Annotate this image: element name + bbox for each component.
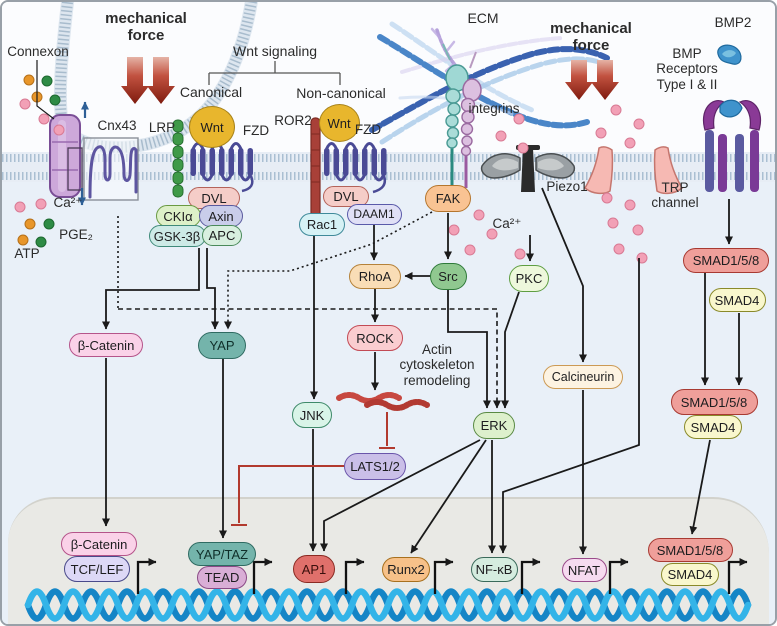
signal-arrows: [36, 60, 743, 555]
ion-dot: [19, 98, 31, 110]
ion-dot: [624, 199, 636, 211]
cnx43-zoom-box: [83, 137, 139, 201]
fak-dotted-line: [224, 211, 433, 330]
ion-dot: [517, 142, 529, 154]
transcription-arrow: [433, 558, 454, 594]
actin-filament: [336, 392, 430, 411]
wnt-bracket: [208, 61, 341, 85]
integrin-receptor: [442, 43, 482, 188]
ion-dot: [41, 75, 53, 87]
ror2-receptor: [310, 117, 321, 233]
ion-dot: [610, 104, 622, 116]
ion-dot: [53, 124, 65, 136]
ion-dot: [613, 243, 625, 255]
inhibition-lines: [231, 412, 395, 526]
ion-dot: [43, 218, 55, 230]
ion-dot: [24, 218, 36, 230]
transcription-arrow: [727, 558, 748, 594]
ecm-fibers: [369, 21, 613, 145]
transcription-arrows: [136, 558, 748, 594]
piezo1-channel: [480, 145, 576, 192]
ion-dot: [486, 228, 498, 240]
ion-dot: [14, 201, 26, 213]
dna-helix: [24, 588, 752, 622]
bmp-receptor-complex: [703, 99, 761, 192]
ion-dot: [23, 74, 35, 86]
ion-dot: [473, 209, 485, 221]
ion-dot: [633, 118, 645, 130]
transcription-arrow: [344, 558, 365, 594]
ion-dot: [455, 196, 467, 208]
transcription-arrow: [136, 558, 157, 594]
ion-dot: [624, 137, 636, 149]
ion-dot: [607, 217, 619, 229]
dna-strand: [24, 588, 752, 622]
fzd-receptor-canonical: [190, 142, 254, 193]
connexon-pointer-line: [36, 60, 55, 120]
ion-dot: [632, 224, 644, 236]
ion-dot: [595, 127, 607, 139]
mechano-dashed-line: [118, 308, 501, 409]
ion-dot: [495, 130, 507, 142]
ion-dot: [448, 224, 460, 236]
lrp-coreceptor: [172, 119, 184, 198]
fzd-receptor-noncanonical: [324, 142, 387, 194]
ion-dot: [35, 236, 47, 248]
ion-dot: [17, 234, 29, 246]
transcription-arrow: [520, 558, 541, 594]
bmp2-ligand: [717, 44, 742, 65]
ion-dot: [601, 192, 613, 204]
ion-dot: [35, 198, 47, 210]
ion-dot: [38, 113, 50, 125]
transcription-arrow: [608, 558, 629, 594]
mechanical-force-arrows: [121, 57, 619, 104]
ion-dot: [464, 244, 476, 256]
cnx43-protein: [88, 145, 138, 199]
ion-dots: [14, 74, 648, 264]
ion-dot: [49, 94, 61, 106]
trp-channel-shape: [584, 146, 683, 195]
ion-dot: [513, 113, 525, 125]
ion-dot: [514, 248, 526, 260]
connexon-channel: [49, 114, 84, 200]
